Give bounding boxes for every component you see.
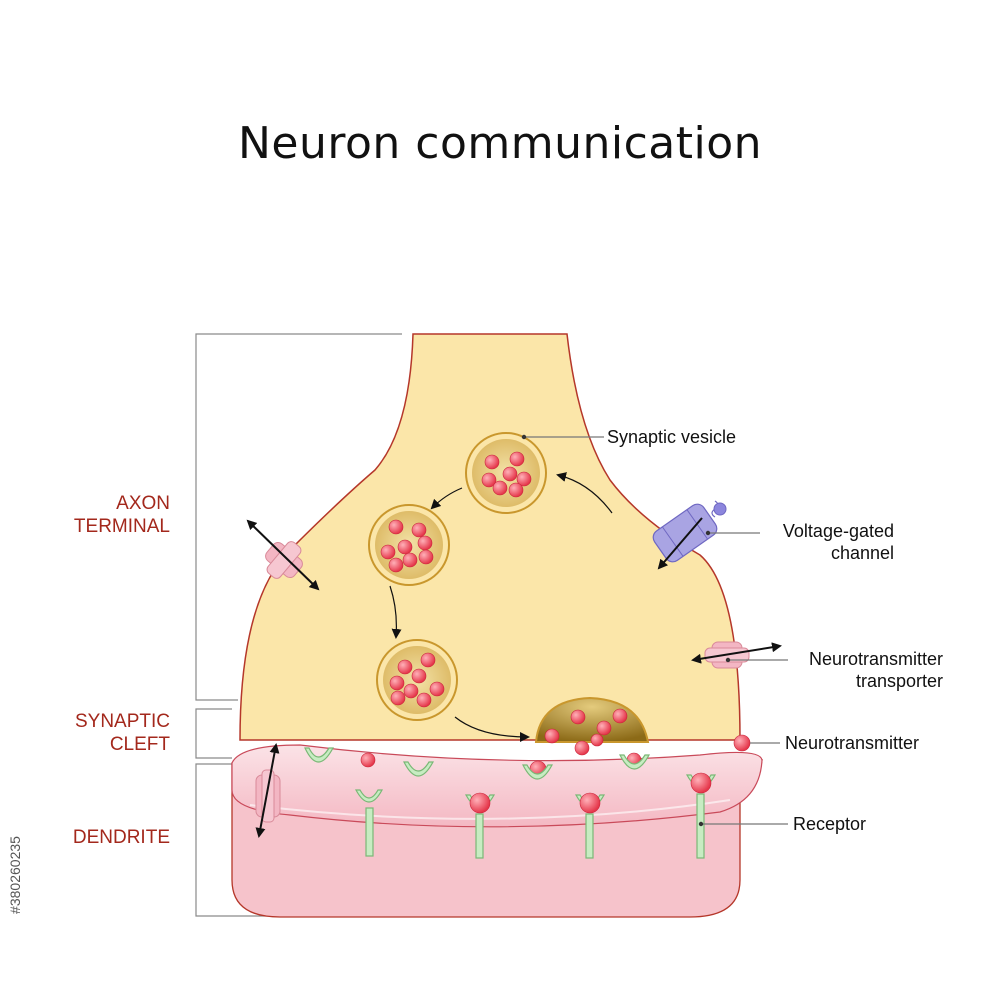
region-axon-line2: TERMINAL bbox=[73, 516, 170, 537]
leader-dots bbox=[521, 434, 731, 827]
label-voltage-line1: Voltage-gated bbox=[782, 521, 894, 541]
stock-id: #380260235 bbox=[6, 760, 24, 990]
voltage-gated-channel bbox=[652, 500, 727, 570]
label-voltage-gated-channel: Voltage-gated channel bbox=[764, 520, 894, 564]
dendrite-transporter bbox=[255, 743, 281, 838]
surface-receptors bbox=[304, 747, 651, 780]
vesicle-cycle-arrows bbox=[389, 472, 613, 742]
stock-id-text: #380260235 bbox=[7, 836, 23, 914]
leader-lines bbox=[524, 436, 788, 825]
region-synaptic-cleft: SYNAPTIC CLEFT bbox=[0, 710, 170, 756]
bound-neurotransmitters bbox=[469, 772, 712, 814]
region-axon-terminal: AXON TERMINAL bbox=[0, 492, 170, 538]
region-cleft-line1: SYNAPTIC bbox=[74, 711, 170, 732]
region-dendrite: DENDRITE bbox=[72, 827, 170, 848]
label-neurotransmitter: Neurotransmitter bbox=[785, 733, 920, 753]
label-neurotransmitter-transporter: Neurotransmitter transporter bbox=[793, 648, 943, 692]
label-transporter-line1: Neurotransmitter bbox=[808, 649, 943, 669]
vesicle-neurotransmitters bbox=[380, 451, 628, 744]
region-cleft-line2: CLEFT bbox=[109, 734, 170, 755]
page-title: Neuron communication bbox=[237, 118, 763, 169]
label-voltage-line2: channel bbox=[830, 543, 894, 563]
left-transporter bbox=[246, 519, 320, 591]
region-axon-line1: AXON bbox=[116, 493, 170, 514]
label-receptor: Receptor bbox=[793, 814, 867, 834]
dendrite-body bbox=[231, 744, 763, 918]
label-synaptic-vesicle: Synaptic vesicle bbox=[607, 427, 737, 447]
right-transporter bbox=[691, 641, 782, 669]
label-transporter-line2: transporter bbox=[855, 671, 943, 691]
